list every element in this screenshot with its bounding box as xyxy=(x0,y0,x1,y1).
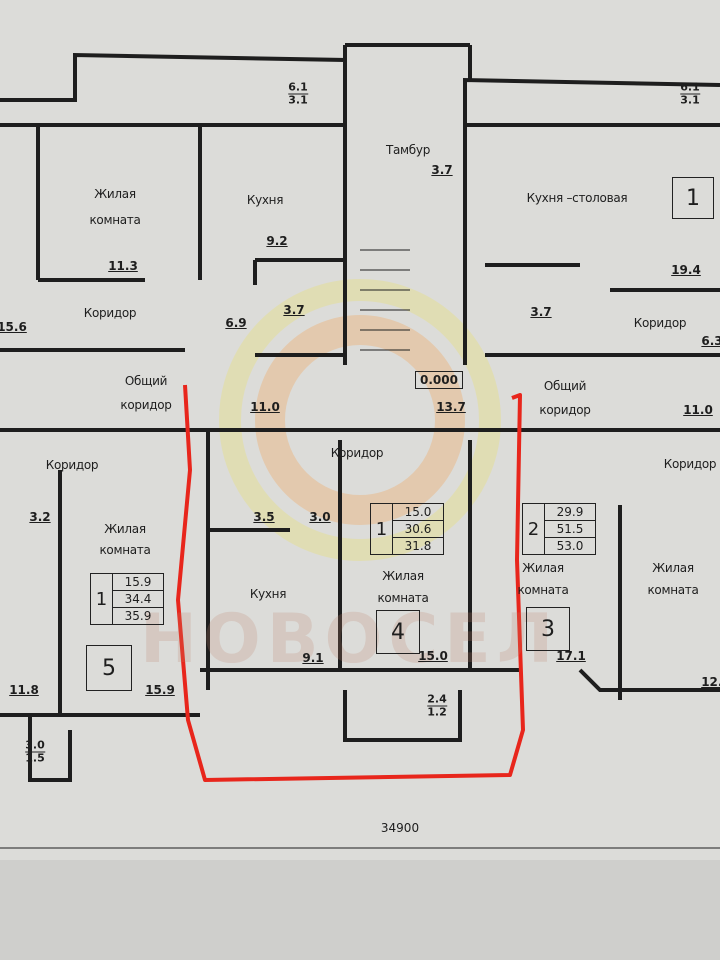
room-area: 6.3 xyxy=(701,334,720,348)
room-label: Жилая xyxy=(104,522,146,536)
room-area: 6.9 xyxy=(225,316,247,330)
room-label: Общий xyxy=(124,374,168,388)
highlight-outline xyxy=(176,384,525,782)
room-area: 13.7 xyxy=(436,400,466,414)
room-area: 9.1 xyxy=(302,651,324,665)
room-label: комната xyxy=(517,583,569,597)
room-area: 12.8 xyxy=(701,675,720,689)
room-area: 11.3 xyxy=(108,259,138,273)
room-label: Жилая xyxy=(382,569,424,583)
room-label: коридор xyxy=(120,398,172,412)
room-label: Кухня xyxy=(246,193,284,207)
apartment-number: 1 xyxy=(672,177,714,219)
apartment-number: 3 xyxy=(526,607,570,651)
building-dimension: 34900 xyxy=(380,821,420,835)
room-label: Коридор xyxy=(83,306,137,320)
room-area: 3.7 xyxy=(530,305,552,319)
room-label: Общий xyxy=(543,379,587,393)
room-area: 19.4 xyxy=(671,263,701,277)
room-area: 11.8 xyxy=(9,683,39,697)
apartment-number: 5 xyxy=(86,645,132,691)
room-label: Коридор xyxy=(663,457,717,471)
room-area: 15.0 xyxy=(418,649,448,663)
room-area: 9.2 xyxy=(266,234,288,248)
room-area: 15.6 xyxy=(0,320,27,334)
level-mark: 0.000 xyxy=(415,371,463,389)
room-label: Кухня xyxy=(249,587,287,601)
room-area: 11.0 xyxy=(683,403,713,417)
apartment-number: 4 xyxy=(376,610,420,654)
room-label: Коридор xyxy=(330,446,384,460)
room-label: Жилая xyxy=(94,187,136,201)
room-label: Жилая xyxy=(522,561,564,575)
room-label: Коридор xyxy=(633,316,687,330)
room-area: 3.0 xyxy=(309,510,331,524)
room-label: комната xyxy=(89,213,141,227)
room-area: 3.2 xyxy=(29,510,51,524)
watermark-text: НОВОСЕЛ xyxy=(140,600,560,679)
room-area: 17.1 xyxy=(556,649,586,663)
room-area: 15.9 xyxy=(145,683,175,697)
room-label: Коридор xyxy=(45,458,99,472)
vestibule-label: Тамбур xyxy=(385,143,431,157)
room-label: комната xyxy=(99,543,151,557)
room-area: 3.5 xyxy=(253,510,275,524)
room-label: комната xyxy=(377,591,429,605)
room-label: Жилая xyxy=(652,561,694,575)
room-area: 11.0 xyxy=(250,400,280,414)
vestibule-area: 3.7 xyxy=(431,163,453,177)
room-label: коридор xyxy=(539,403,591,417)
room-area: 3.7 xyxy=(283,303,305,317)
room-label: комната xyxy=(647,583,699,597)
room-label: Кухня –столовая xyxy=(526,191,628,205)
